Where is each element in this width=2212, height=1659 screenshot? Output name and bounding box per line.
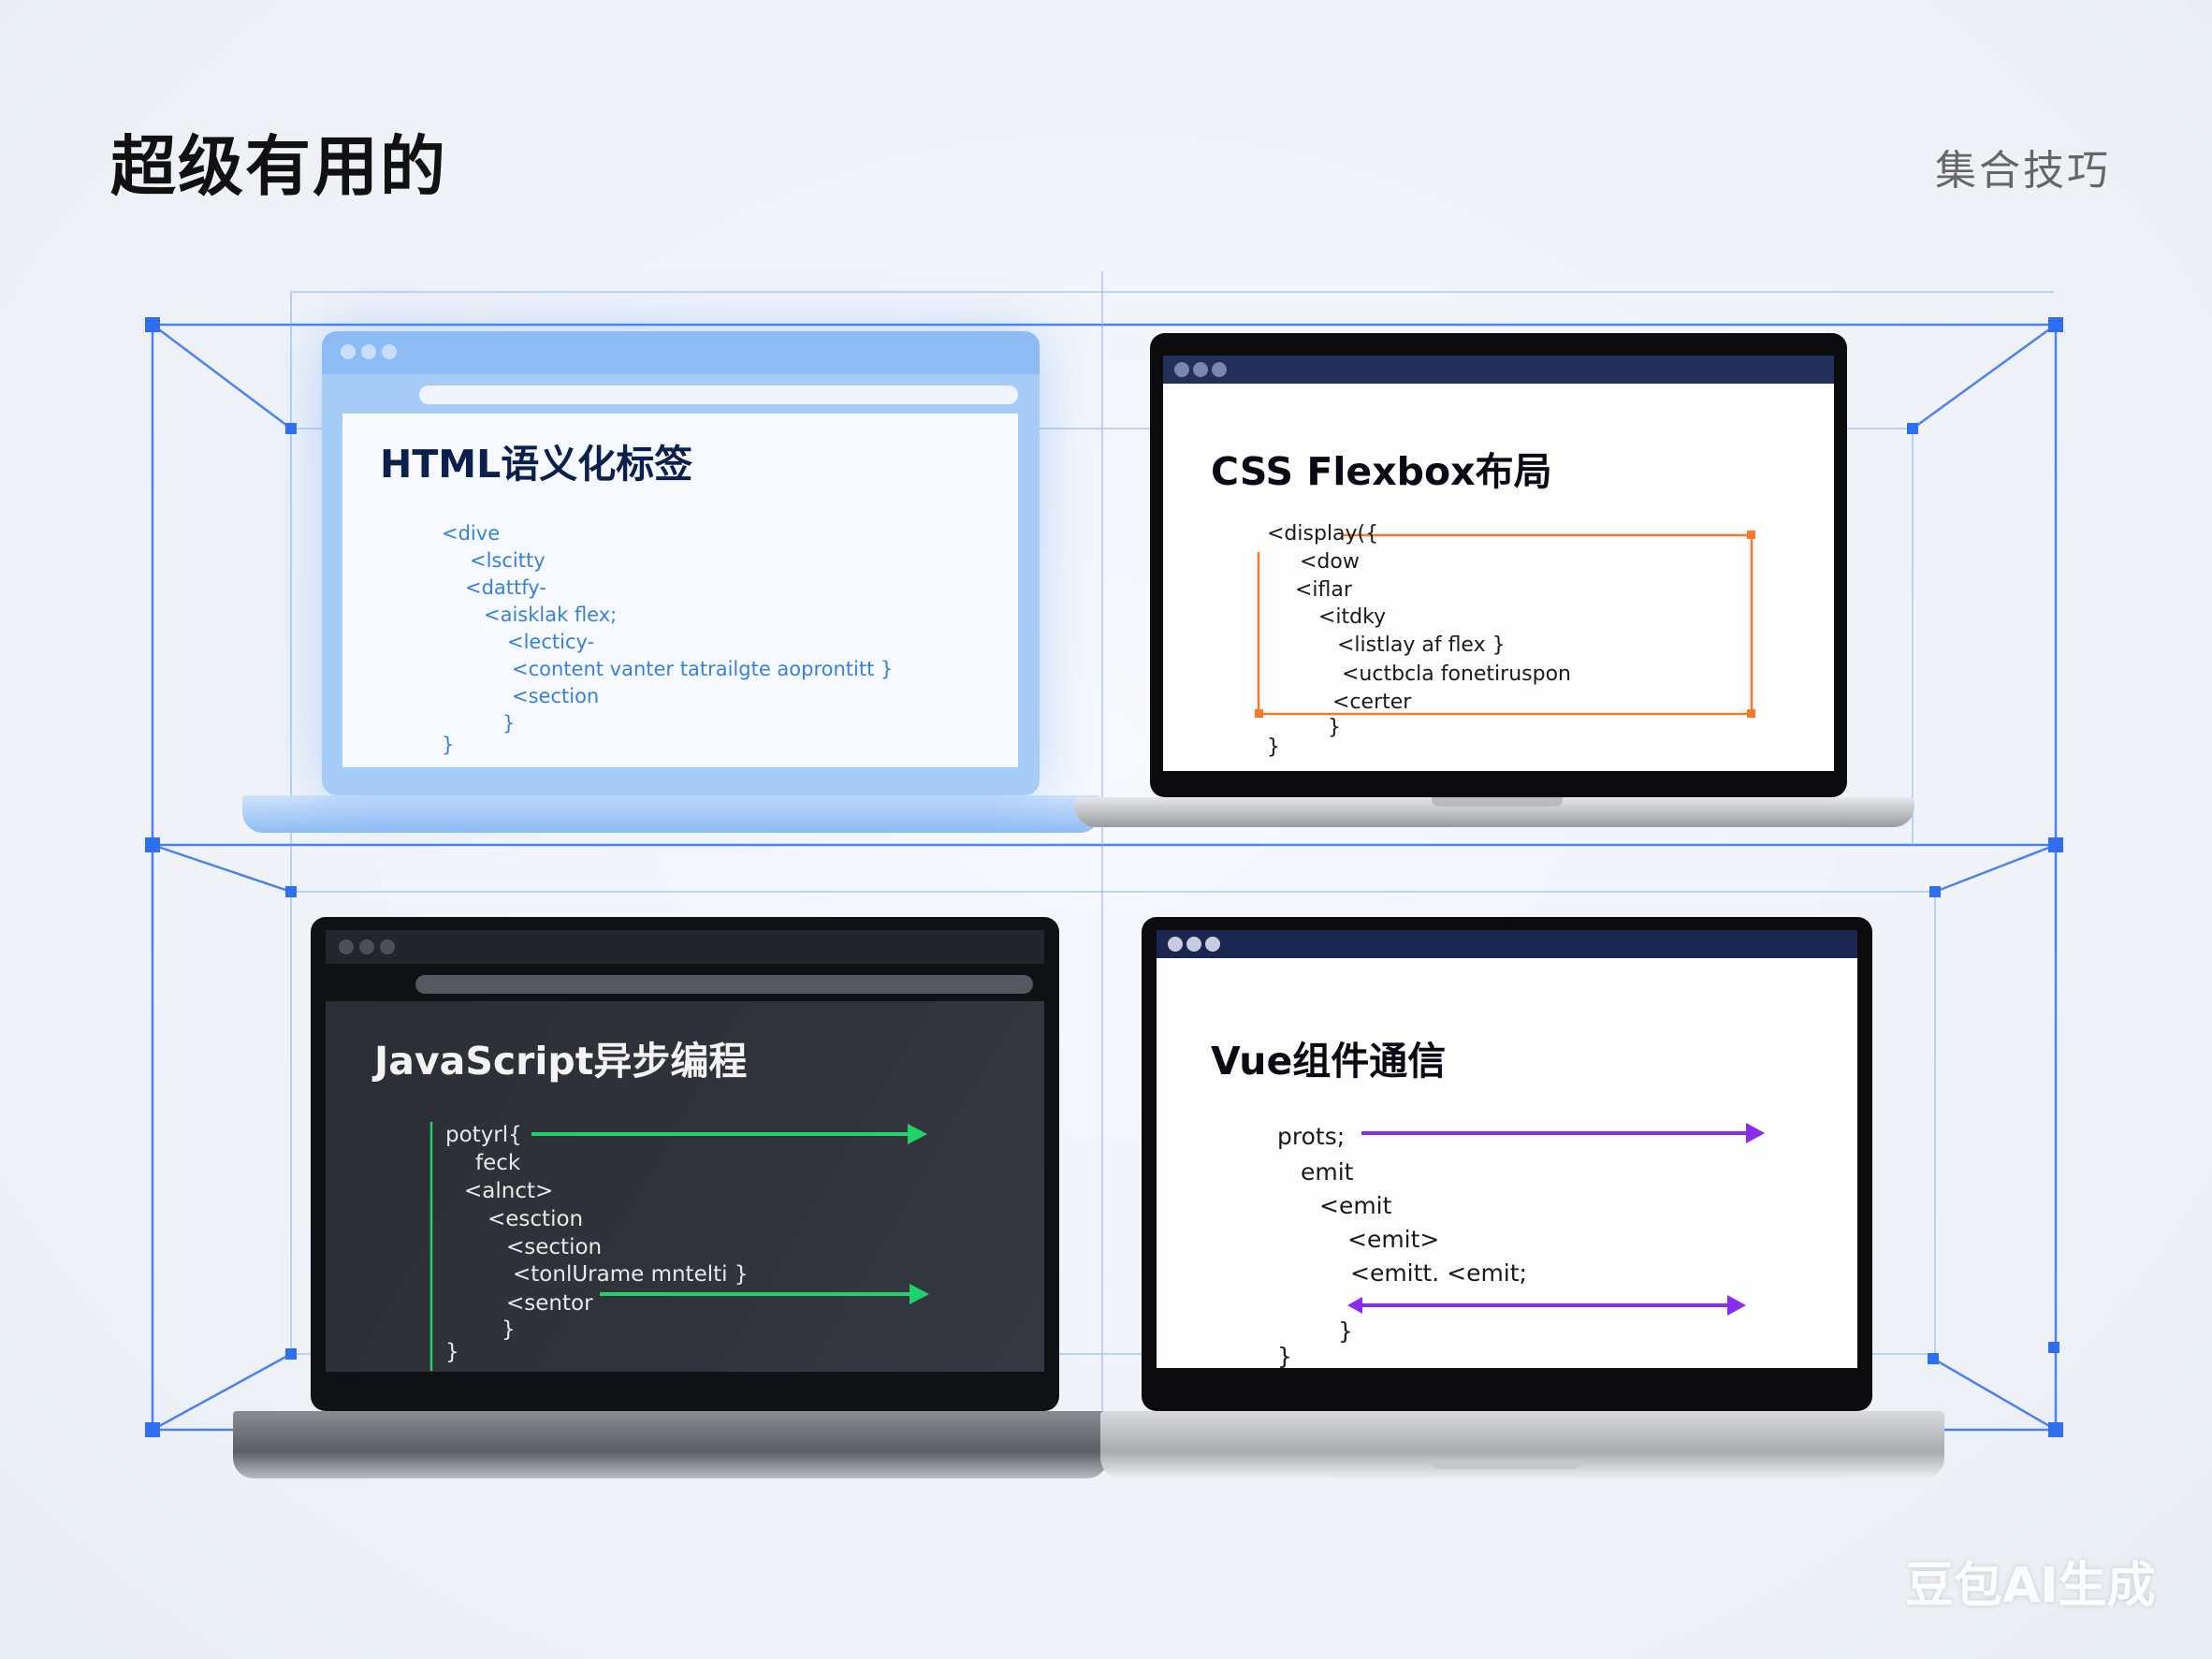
code-line: <display({: [1267, 522, 1379, 546]
card-title: Vue组件通信: [1211, 1039, 1447, 1084]
flex-container-outline: [1255, 531, 1755, 718]
window-titlebar: [322, 331, 1040, 374]
laptop-screen: [311, 917, 1059, 1411]
code-line: <iflar: [1295, 578, 1352, 602]
window-dot-icon: [1174, 362, 1189, 377]
laptop-base: [242, 795, 1100, 833]
window-dot-icon: [1205, 937, 1220, 952]
code-line: }: [1277, 1343, 1292, 1370]
window-dot-icon: [1168, 937, 1183, 952]
slide-panel: [1163, 384, 1834, 771]
window-titlebar: [1163, 356, 1834, 384]
card-title: JavaScript异步编程: [374, 1039, 748, 1084]
window-dot-icon: [1212, 362, 1227, 377]
code-line: <dive: [442, 522, 501, 545]
page-title: 超级有用的: [110, 128, 447, 205]
code-line: <alnct>: [464, 1179, 554, 1203]
code-line: <dow: [1300, 550, 1360, 574]
address-bar: [419, 386, 1018, 404]
slide-panel: [326, 1001, 1044, 1372]
code-line: <esction: [488, 1207, 584, 1231]
arrow-right-icon: [1727, 1295, 1746, 1316]
address-bar: [415, 975, 1033, 994]
window-titlebar: [1157, 930, 1857, 958]
code-line: <uctbcla fonetiruspon: [1342, 662, 1571, 686]
code-line: <dattfy-: [465, 576, 546, 599]
code-line: }: [1328, 716, 1341, 739]
laptop-notch: [1432, 1460, 1581, 1469]
window-dot-icon: [1186, 937, 1201, 952]
code-line: }: [502, 712, 516, 735]
code-line: }: [1338, 1317, 1353, 1345]
arrow-left-icon: [1347, 1297, 1362, 1314]
window-dot-icon: [380, 939, 395, 954]
code-line: <content vanter tatrailgte aoprontitt }: [512, 658, 894, 680]
window-dot-icon: [341, 344, 356, 359]
window-dot-icon: [339, 939, 354, 954]
code-line: <emit: [1319, 1192, 1392, 1219]
code-line: }: [502, 1317, 516, 1342]
code-line: feck: [475, 1151, 521, 1175]
code-line: <emitt. <emit;: [1350, 1259, 1527, 1287]
watermark: 豆包AI生成: [1905, 1558, 2156, 1614]
laptop-screen: [1142, 917, 1872, 1411]
code-line: <itdky: [1318, 605, 1387, 629]
window-dot-icon: [382, 344, 397, 359]
laptop-base: [233, 1411, 1108, 1478]
code-line: <section: [506, 1235, 603, 1259]
component-communication-arrows: [1347, 1123, 1765, 1316]
async-flow-arrows: [429, 1122, 929, 1371]
arrow-right-icon: [1746, 1123, 1765, 1143]
code-line: emit: [1301, 1158, 1354, 1186]
slide-panel: [342, 414, 1018, 767]
code-line: prots;: [1277, 1123, 1346, 1150]
window-dot-icon: [361, 344, 376, 359]
code-line: <sentor: [506, 1291, 593, 1316]
code-line: <certer: [1332, 691, 1412, 714]
code-line: potyrl{: [445, 1123, 522, 1147]
slide-panel: [1157, 958, 1857, 1368]
code-line: <tonlUrame mntelti }: [513, 1262, 749, 1287]
code-line: <aisklak flex;: [484, 604, 618, 626]
code-line: }: [1267, 735, 1280, 759]
code-line: <listlay af flex }: [1337, 633, 1506, 657]
code-line: <lscitty: [470, 549, 546, 572]
laptop-screen: [1150, 333, 1847, 797]
laptop-notch: [1432, 797, 1563, 807]
code-line: <section: [512, 685, 600, 707]
code-line: }: [442, 734, 455, 756]
window-dot-icon: [359, 939, 374, 954]
window-titlebar: [326, 930, 1044, 964]
arrow-right-icon: [910, 1284, 929, 1304]
code-line: <lecticy-: [507, 631, 595, 653]
card-title: HTML语义化标签: [380, 442, 693, 487]
card-title: CSS Flexbox布局: [1211, 449, 1552, 494]
page-subtitle: 集合技巧: [1935, 147, 2111, 195]
window-dot-icon: [1193, 362, 1208, 377]
code-line: <emit>: [1347, 1226, 1440, 1253]
arrow-right-icon: [908, 1124, 927, 1144]
laptop-screen: [322, 331, 1040, 795]
code-line: }: [445, 1340, 459, 1364]
